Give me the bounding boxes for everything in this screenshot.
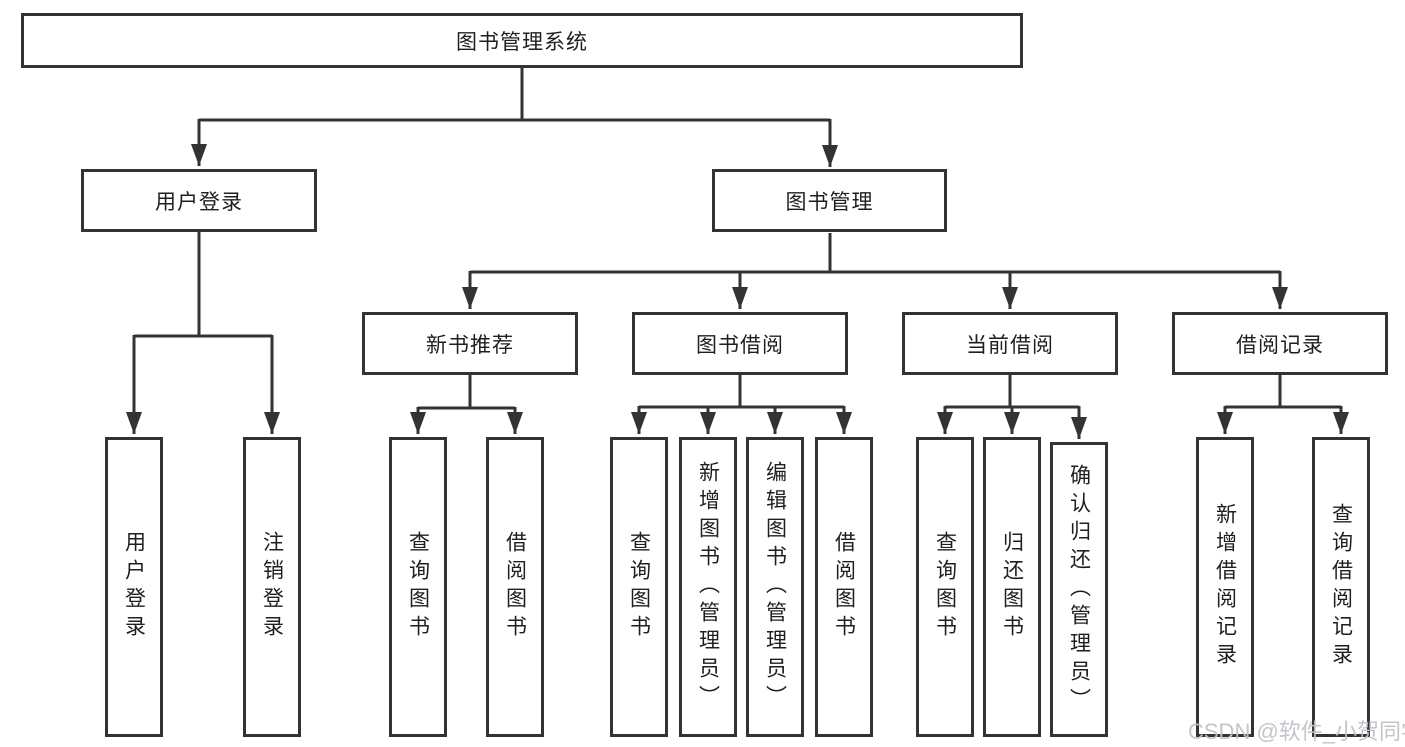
node-current-borrowing: 当前借阅 <box>902 312 1118 375</box>
node-query-borrow-record: 查询借阅记录 <box>1312 437 1370 737</box>
node-new-book-recommendation: 新书推荐 <box>362 312 578 375</box>
node-label: 用户登录 <box>155 190 243 214</box>
node-return-book: 归还图书 <box>983 437 1041 737</box>
node-label: 图书管理 <box>785 190 874 214</box>
node-label: 图书管理系统 <box>456 30 588 54</box>
node-user-login-leaf: 用户登录 <box>105 437 163 737</box>
node-label: 编辑图书（管理员） <box>763 461 787 713</box>
node-book-management: 图书管理 <box>712 169 947 232</box>
node-add-borrow-record: 新增借阅记录 <box>1196 437 1254 737</box>
node-label: 注销登录 <box>260 531 284 643</box>
node-query-book-borrowing: 查询图书 <box>610 437 668 737</box>
node-root: 图书管理系统 <box>21 13 1023 68</box>
node-borrowing-records: 借阅记录 <box>1172 312 1388 375</box>
node-label: 图书借阅 <box>696 333 784 357</box>
node-add-book-admin: 新增图书（管理员） <box>679 437 737 737</box>
node-confirm-return-admin: 确认归还（管理员） <box>1050 442 1108 737</box>
node-label: 查询借阅记录 <box>1329 503 1353 671</box>
node-logout-leaf: 注销登录 <box>243 437 301 737</box>
node-label: 借阅图书 <box>503 531 527 643</box>
node-label: 归还图书 <box>1000 531 1024 643</box>
connector-group <box>126 68 1349 439</box>
node-label: 借阅图书 <box>832 531 856 643</box>
node-label: 查询图书 <box>933 531 957 643</box>
node-query-book-current: 查询图书 <box>916 437 974 737</box>
node-label: 当前借阅 <box>966 333 1054 357</box>
node-book-borrowing: 图书借阅 <box>632 312 848 375</box>
node-label: 用户登录 <box>122 531 146 643</box>
node-label: 借阅记录 <box>1236 333 1324 357</box>
node-label: 新增借阅记录 <box>1213 503 1237 671</box>
node-user-login: 用户登录 <box>81 169 317 232</box>
csdn-watermark: CSDN @软件_小贺同学 <box>1188 719 1405 744</box>
node-label: 查询图书 <box>627 531 651 643</box>
node-label: 新书推荐 <box>426 333 514 357</box>
node-label: 确认归还（管理员） <box>1067 463 1091 716</box>
node-edit-book-admin: 编辑图书（管理员） <box>746 437 804 737</box>
node-label: 查询图书 <box>406 531 430 643</box>
node-borrow-book-borrowing: 借阅图书 <box>815 437 873 737</box>
node-borrow-book-recommend: 借阅图书 <box>486 437 544 737</box>
node-label: 新增图书（管理员） <box>696 461 720 713</box>
node-query-book-recommend: 查询图书 <box>389 437 447 737</box>
